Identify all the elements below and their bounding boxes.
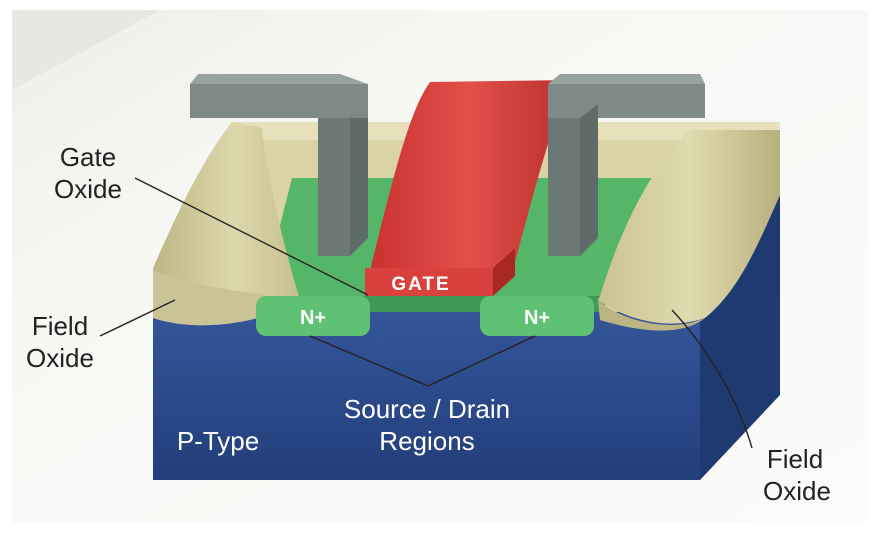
n-plus-region-right — [480, 296, 594, 336]
background-corner-shade — [12, 10, 160, 90]
contact-left-side — [350, 118, 368, 256]
leader-line-gate-oxide — [134, 177, 369, 296]
contact-right-post — [548, 118, 580, 256]
label-n-plus-right: N+ — [524, 307, 550, 329]
substrate-side-face — [700, 195, 780, 480]
n-plus-region-left — [256, 296, 370, 336]
leader-line-field-oxide-left — [99, 299, 176, 337]
gate-front-face — [365, 268, 493, 296]
label-source-drain-line2: Regions — [379, 426, 474, 456]
label-field-oxide-left-line1: Field — [32, 311, 88, 341]
contact-left-post — [318, 118, 350, 256]
label-source-drain-line1: Source / Drain — [344, 394, 510, 424]
label-field-oxide-right-line2: Oxide — [763, 476, 831, 506]
field-oxide-right-front — [598, 300, 705, 331]
gate-side-face — [493, 248, 515, 296]
contact-left-top — [190, 74, 368, 84]
label-gate: GATE — [391, 274, 450, 295]
contact-right-top — [548, 74, 705, 84]
leader-line-drain — [427, 335, 536, 387]
contact-right-side — [580, 104, 598, 256]
label-field-oxide-left-line2: Oxide — [26, 343, 94, 373]
label-n-plus-left: N+ — [300, 307, 326, 329]
label-field-oxide-right-line1: Field — [767, 444, 823, 474]
leader-line-field-oxide-right — [671, 309, 753, 449]
field-oxide-right — [598, 130, 780, 324]
gate-poly — [365, 80, 575, 296]
label-gate-oxide-line2: Oxide — [54, 174, 122, 204]
label-p-type: P-Type — [177, 426, 259, 456]
substrate-front-face — [153, 312, 700, 480]
field-oxide-left — [153, 122, 300, 321]
leader-line-source — [309, 335, 429, 387]
label-gate-oxide-line1: Gate — [60, 142, 116, 172]
